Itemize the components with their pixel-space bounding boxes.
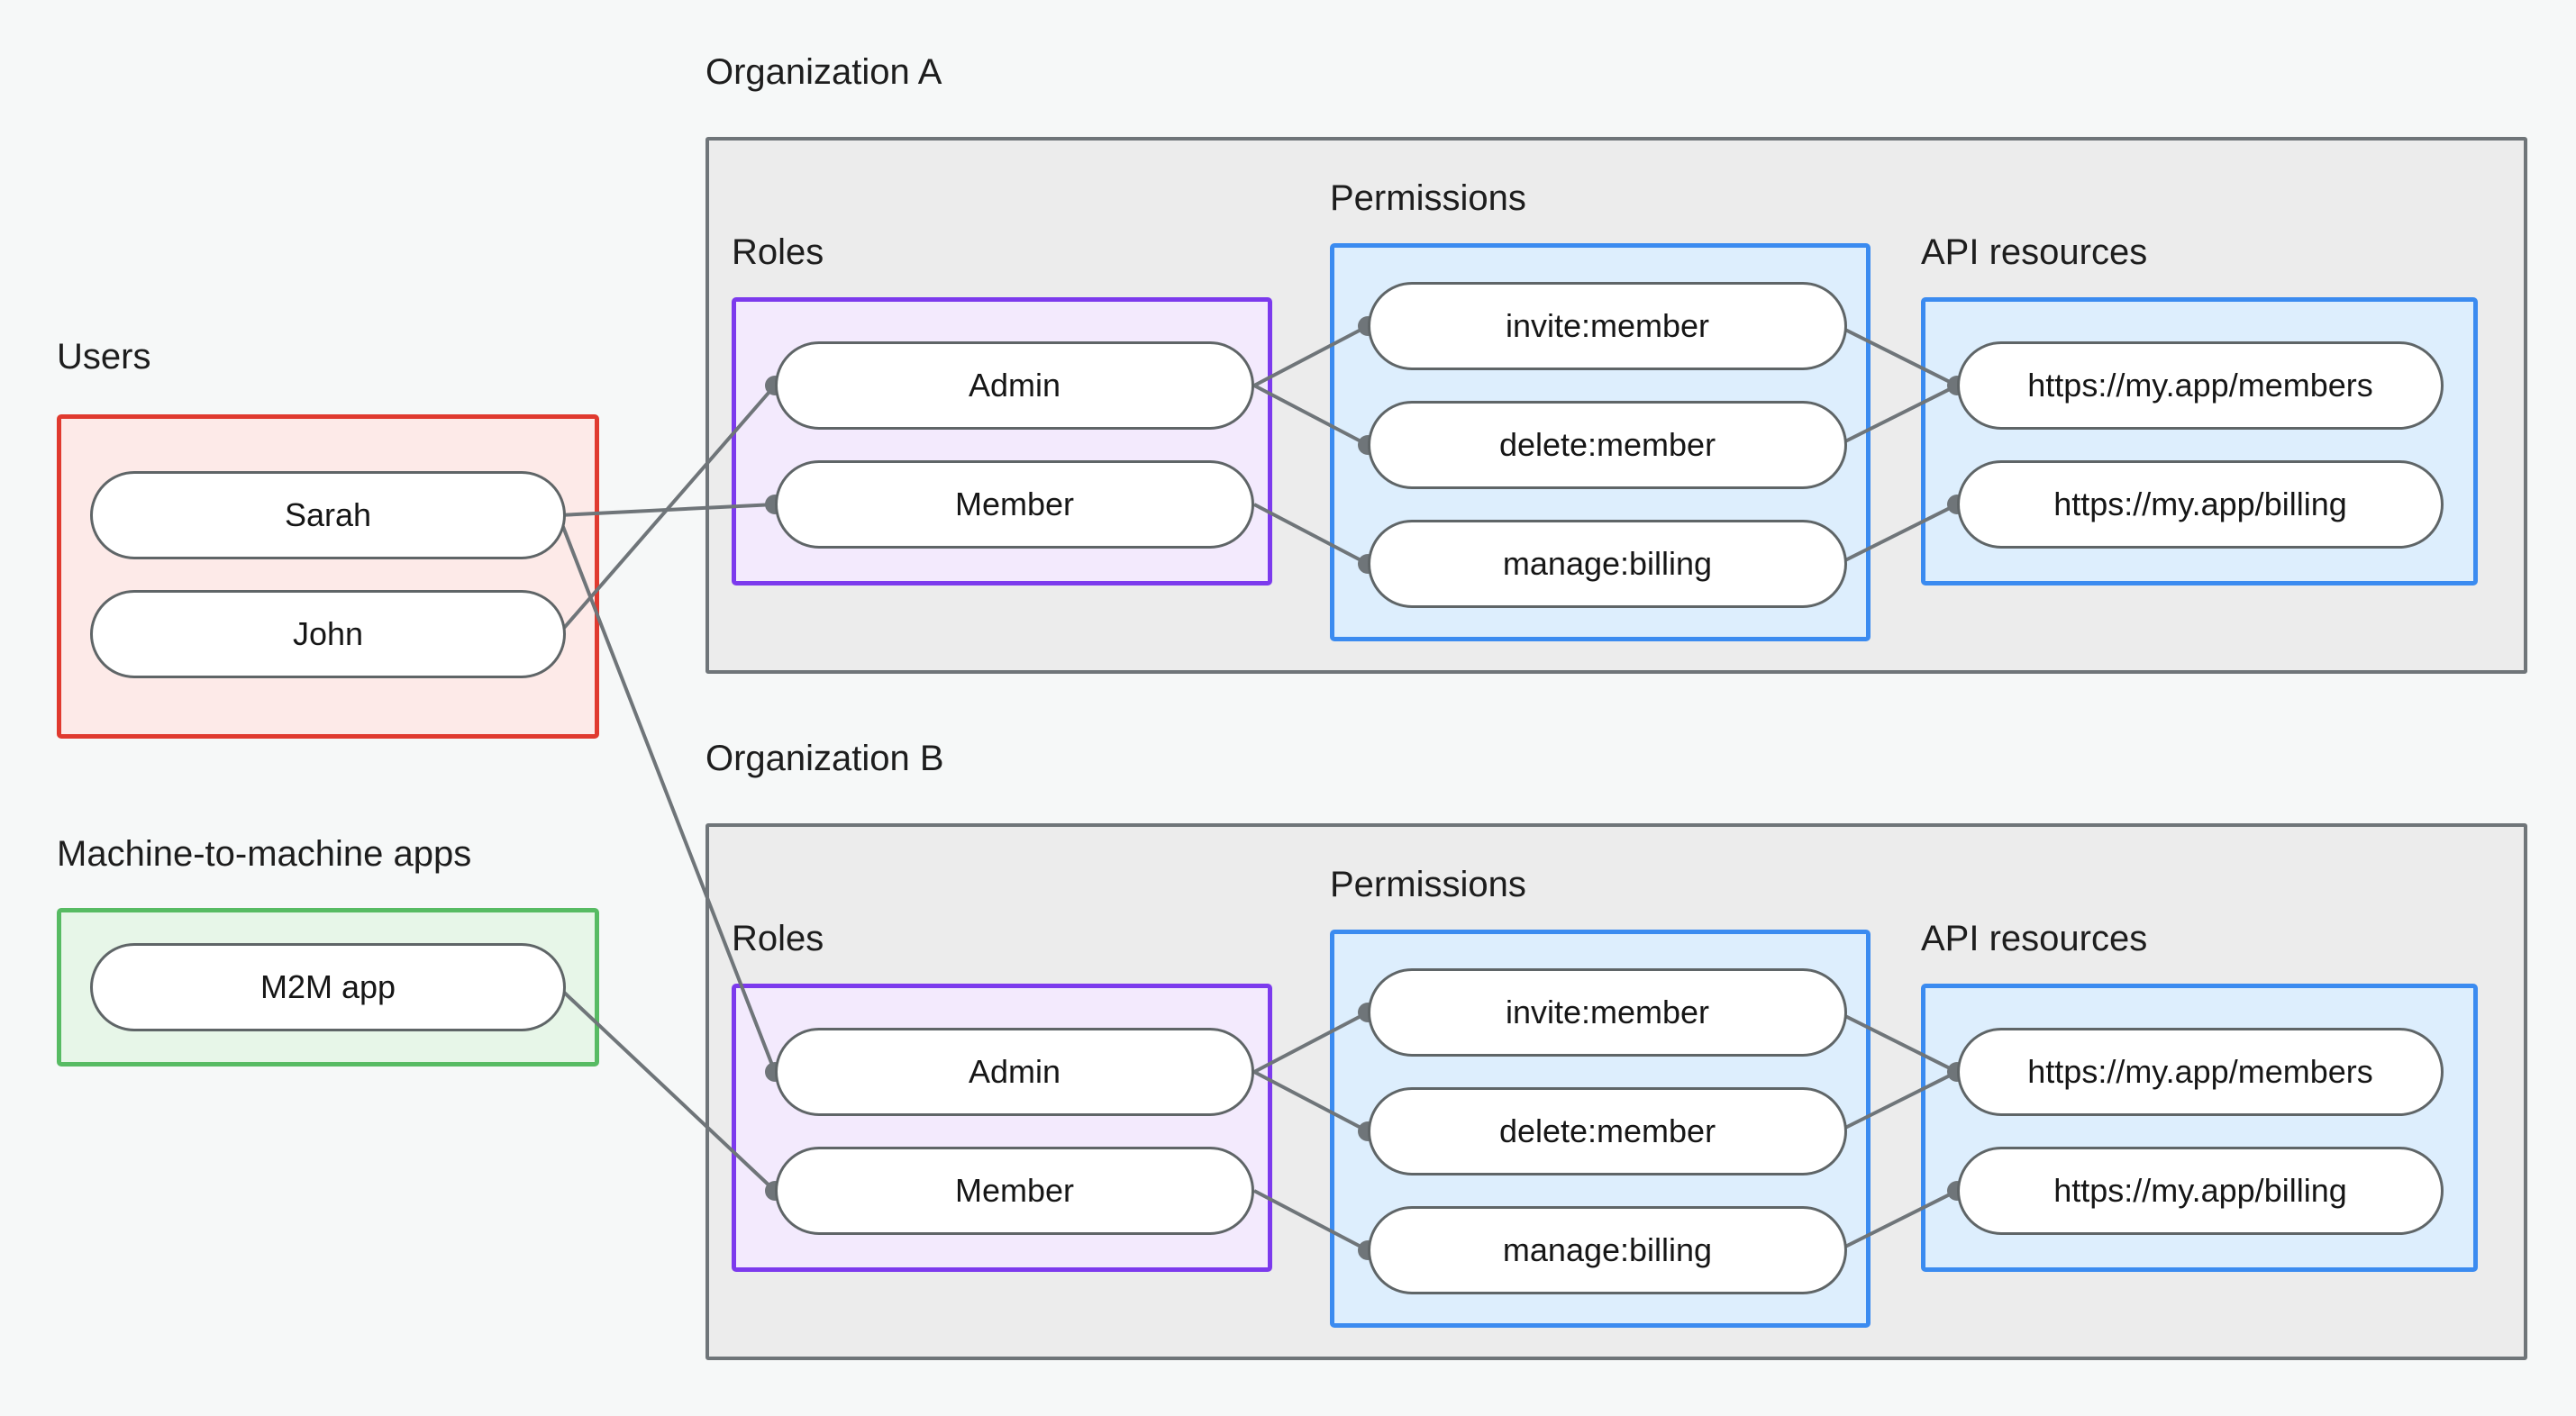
user-pill-john-label: John <box>292 615 364 652</box>
org-a-permission-pill-delete-member[interactable]: delete:member <box>1368 401 1847 489</box>
org-a-title: Organization A <box>705 52 942 92</box>
org-a-permission-pill-delete-member-label: delete:member <box>1498 426 1716 463</box>
org-b-role-pill-member-label: Member <box>954 1172 1075 1209</box>
org-a-role-pill-member[interactable]: Member <box>775 460 1254 549</box>
org-a-role-pill-member-label: Member <box>954 486 1075 522</box>
user-pill-john[interactable]: John <box>90 590 566 678</box>
org-b-permission-pill-delete-member[interactable]: delete:member <box>1368 1087 1847 1175</box>
org-a-role-pill-admin-label: Admin <box>968 367 1061 404</box>
org-b-permissions-label: Permissions <box>1330 865 1526 904</box>
users-group-label: Users <box>57 337 151 377</box>
users-container <box>57 414 599 739</box>
org-a-permissions-label: Permissions <box>1330 178 1526 218</box>
org-a-api-pill-billing-label: https://my.app/billing <box>2053 486 2347 522</box>
org-a-permission-pill-invite-member[interactable]: invite:member <box>1368 282 1847 370</box>
org-a-api-pill-members[interactable]: https://my.app/members <box>1957 341 2444 430</box>
org-b-api-pill-billing[interactable]: https://my.app/billing <box>1957 1147 2444 1235</box>
org-b-permission-pill-manage-billing-label: manage:billing <box>1502 1231 1713 1268</box>
org-a-api-resources-label: API resources <box>1921 232 2148 272</box>
user-pill-sarah-label: Sarah <box>284 496 372 533</box>
org-b-api-pill-members[interactable]: https://my.app/members <box>1957 1028 2444 1116</box>
org-b-api-pill-members-label: https://my.app/members <box>2027 1053 2373 1090</box>
m2m-pill-app[interactable]: M2M app <box>90 943 566 1031</box>
org-a-permission-pill-manage-billing[interactable]: manage:billing <box>1368 520 1847 608</box>
org-b-permission-pill-invite-member-label: invite:member <box>1505 994 1710 1030</box>
org-a-api-pill-billing[interactable]: https://my.app/billing <box>1957 460 2444 549</box>
org-b-permission-pill-manage-billing[interactable]: manage:billing <box>1368 1206 1847 1294</box>
m2m-group-label: Machine-to-machine apps <box>57 834 472 874</box>
org-b-role-pill-admin-label: Admin <box>968 1053 1061 1090</box>
org-b-permission-pill-delete-member-label: delete:member <box>1498 1112 1716 1149</box>
org-b-role-pill-member[interactable]: Member <box>775 1147 1254 1235</box>
org-a-permission-pill-invite-member-label: invite:member <box>1505 307 1710 344</box>
org-a-roles-label: Roles <box>732 232 824 272</box>
org-b-permission-pill-invite-member[interactable]: invite:member <box>1368 968 1847 1057</box>
org-b-role-pill-admin[interactable]: Admin <box>775 1028 1254 1116</box>
user-pill-sarah[interactable]: Sarah <box>90 471 566 559</box>
org-b-title: Organization B <box>705 739 944 778</box>
org-a-permission-pill-manage-billing-label: manage:billing <box>1502 545 1713 582</box>
org-b-api-resources-label: API resources <box>1921 919 2148 958</box>
org-a-role-pill-admin[interactable]: Admin <box>775 341 1254 430</box>
org-b-api-pill-billing-label: https://my.app/billing <box>2053 1172 2347 1209</box>
m2m-pill-app-label: M2M app <box>259 968 396 1005</box>
org-a-api-pill-members-label: https://my.app/members <box>2027 367 2373 404</box>
org-b-roles-label: Roles <box>732 919 824 958</box>
